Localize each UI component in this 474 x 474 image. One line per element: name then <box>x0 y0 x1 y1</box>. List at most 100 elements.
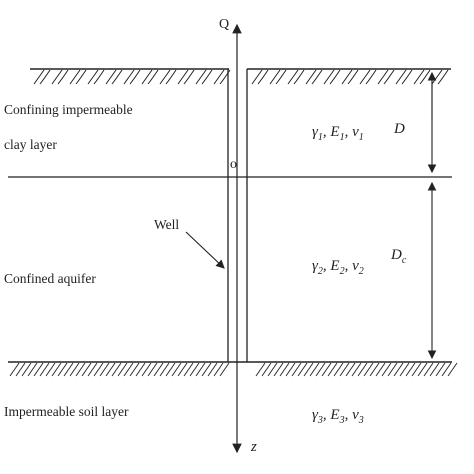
bottom-hatch-mark <box>75 362 86 377</box>
bottom-hatch-mark <box>123 362 134 377</box>
bottom-hatch-mark <box>369 362 380 377</box>
bottom-hatch-mark <box>87 362 98 377</box>
bottom-hatch-mark <box>45 362 56 377</box>
bottom-hatch-mark <box>321 362 332 377</box>
layer-2-name: Confined aquifer <box>4 271 96 286</box>
bottom-hatch-mark <box>117 362 128 377</box>
bottom-hatch-mark <box>387 362 398 377</box>
surface-hatch-mark <box>105 69 123 85</box>
bottom-hatch-mark <box>69 362 80 377</box>
bottom-hatch-mark <box>195 362 206 377</box>
bottom-hatch-mark <box>255 362 266 377</box>
surface-hatch-mark <box>341 69 359 85</box>
bottom-hatch-mark <box>411 362 422 377</box>
bottom-hatch-mark <box>105 362 116 377</box>
ground-hatching <box>33 69 449 85</box>
bottom-hatch-mark <box>159 362 170 377</box>
bottom-hatch-mark <box>39 362 50 377</box>
bottom-hatch-mark <box>315 362 326 377</box>
surface-hatch-mark <box>87 69 105 85</box>
bottom-hatch-mark <box>417 362 428 377</box>
surface-hatch-mark <box>51 69 69 85</box>
bottom-hatch-mark <box>9 362 20 377</box>
bottom-hatch-mark <box>303 362 314 377</box>
bottom-hatch-mark <box>201 362 212 377</box>
bottom-hatch-mark <box>447 362 458 377</box>
bottom-hatch-mark <box>363 362 374 377</box>
axis-q-label: Q <box>219 17 230 32</box>
bottom-hatch-mark <box>213 362 224 377</box>
bottom-hatch-mark <box>291 362 302 377</box>
bottom-hatch-mark <box>111 362 122 377</box>
surface-hatch-mark <box>251 69 269 85</box>
surface-hatch-mark <box>33 69 51 85</box>
bottom-hatch-mark <box>441 362 452 377</box>
bottom-hatch-mark <box>399 362 410 377</box>
bottom-hatch-mark <box>393 362 404 377</box>
surface-hatch-mark <box>287 69 305 85</box>
bottom-hatch-mark <box>261 362 272 377</box>
dimension-d-label: D <box>394 121 405 137</box>
surface-hatch-mark <box>323 69 341 85</box>
surface-hatch-mark <box>195 69 213 85</box>
bottom-hatch-mark <box>219 362 230 377</box>
surface-hatch-mark <box>141 69 159 85</box>
bottom-hatch-mark <box>165 362 176 377</box>
bottom-hatch-mark <box>405 362 416 377</box>
bottom-hatch-mark <box>381 362 392 377</box>
layer-1-params: γ1, E1, v1 <box>312 124 364 143</box>
bottom-hatch-mark <box>357 362 368 377</box>
bottom-hatch-mark <box>63 362 74 377</box>
surface-hatch-mark <box>377 69 395 85</box>
surface-hatch-mark <box>213 69 231 85</box>
bottom-hatch-mark <box>153 362 164 377</box>
bottom-hatch-mark <box>375 362 386 377</box>
bottom-hatch-mark <box>51 362 62 377</box>
surface-hatch-mark <box>395 69 413 85</box>
origin-label: o <box>230 157 237 172</box>
bottom-hatch-mark <box>309 362 320 377</box>
bottom-hatch-mark <box>15 362 26 377</box>
bottom-hatch-mark <box>33 362 44 377</box>
layer-2-params: γ2, E2, v2 <box>312 258 364 277</box>
bottom-hatch-mark <box>327 362 338 377</box>
axis-z-label: z <box>251 439 257 455</box>
surface-hatch-mark <box>269 69 287 85</box>
bottom-hatch-mark <box>177 362 188 377</box>
bottom-hatch-mark <box>57 362 68 377</box>
bottom-hatch-mark <box>171 362 182 377</box>
surface-hatch-mark <box>177 69 195 85</box>
bottom-hatch-mark <box>27 362 38 377</box>
bottom-hatch-mark <box>429 362 440 377</box>
bottom-hatch-mark <box>423 362 434 377</box>
bottom-hatch-mark <box>345 362 356 377</box>
layer-3-name: Impermeable soil layer <box>4 404 129 419</box>
layer-3-params: γ3, E3, v3 <box>312 407 364 426</box>
bottom-hatch-mark <box>351 362 362 377</box>
bottom-hatch-mark <box>21 362 32 377</box>
surface-hatch-mark <box>359 69 377 85</box>
bottom-hatch-mark <box>279 362 290 377</box>
bottom-hatch-mark <box>267 362 278 377</box>
surface-hatch-mark <box>413 69 431 85</box>
bottom-hatch-mark <box>81 362 92 377</box>
bottom-hatch-mark <box>147 362 158 377</box>
well-label: Well <box>154 217 180 232</box>
bottom-hatch-mark <box>189 362 200 377</box>
dimension-dc-label: Dc <box>391 247 407 266</box>
bottom-hatch-mark <box>285 362 296 377</box>
bottom-hatch-mark <box>135 362 146 377</box>
bottom-hatch-mark <box>141 362 152 377</box>
layer-1-name-line2: clay layer <box>4 137 57 152</box>
well-pointer-arrow <box>185 231 225 269</box>
bottom-hatch-mark <box>99 362 110 377</box>
bottom-hatch-mark <box>207 362 218 377</box>
impermeable-hatching <box>9 362 458 377</box>
bottom-hatch-mark <box>273 362 284 377</box>
surface-hatch-mark <box>69 69 87 85</box>
bottom-hatch-mark <box>339 362 350 377</box>
bottom-hatch-mark <box>333 362 344 377</box>
bottom-hatch-mark <box>183 362 194 377</box>
